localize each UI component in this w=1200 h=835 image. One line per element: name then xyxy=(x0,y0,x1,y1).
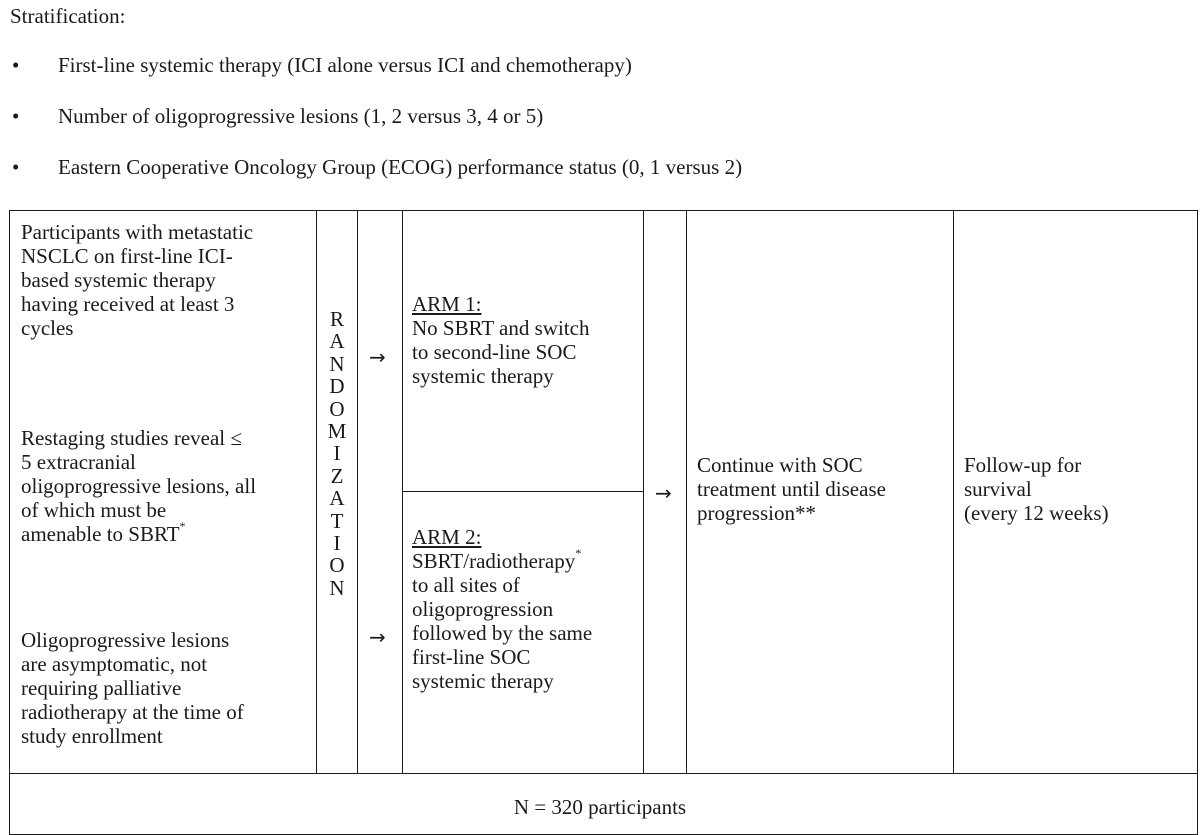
eligibility-line: having received at least 3 xyxy=(21,292,235,316)
sample-size-label: N = 320 participants xyxy=(513,795,687,819)
eligibility-line: NSCLC on first-line ICI- xyxy=(21,244,233,268)
eligibility-line-text: amenable to SBRT xyxy=(21,522,180,546)
table-row-divider xyxy=(9,773,1198,774)
table-right-border xyxy=(1197,210,1198,835)
randomization-letter: A xyxy=(329,486,345,511)
eligibility-line: cycles xyxy=(21,316,74,340)
stratification-item-text: Number of oligoprogressive lesions (1, 2… xyxy=(58,104,544,128)
randomization-letter: R xyxy=(329,307,344,331)
randomization-letter: M xyxy=(327,418,347,443)
arrow-right-icon: → xyxy=(369,625,386,649)
bullet-icon: • xyxy=(12,53,20,77)
eligibility-right-border xyxy=(316,210,317,773)
arm-2-line: to all sites of xyxy=(412,573,520,597)
arm-2-line-text: SBRT/radiotherapy xyxy=(412,549,576,573)
randomization-letter: O xyxy=(329,553,345,578)
continue-right-border xyxy=(953,210,954,773)
stratification-item-text: Eastern Cooperative Oncology Group (ECOG… xyxy=(58,155,743,179)
randomization-label: R A N D O M I Z A T I O N xyxy=(318,308,356,599)
eligibility-line: Participants with metastatic xyxy=(21,220,254,244)
arrow-col-right-border xyxy=(402,210,403,773)
randomization-letter: I xyxy=(333,530,341,555)
arm-2-line: first-line SOC xyxy=(412,645,531,669)
randomization-letter: Z xyxy=(330,463,344,488)
eligibility-line: based systemic therapy xyxy=(21,268,216,292)
arm-divider xyxy=(403,491,643,492)
arm-2-line: oligoprogression xyxy=(412,597,554,621)
bullet-icon: • xyxy=(12,104,20,128)
arms-right-border xyxy=(643,210,644,773)
arm-2-line: systemic therapy xyxy=(412,669,554,693)
randomization-letter: A xyxy=(329,329,345,354)
eligibility-line: of which must be xyxy=(21,498,167,522)
follow-up-line: (every 12 weeks) xyxy=(964,501,1109,525)
arm-1-line: No SBRT and switch xyxy=(412,316,590,340)
randomization-letter: N xyxy=(329,351,345,376)
stratification-title: Stratification: xyxy=(10,4,126,28)
continue-line: Continue with SOC xyxy=(697,453,863,477)
arm-2-line: SBRT/radiotherapy* xyxy=(412,546,582,573)
table-left-border xyxy=(9,210,10,835)
table-top-border xyxy=(9,210,1198,211)
randomization-letter: D xyxy=(329,374,345,399)
randomization-letter: N xyxy=(329,575,345,600)
arrow-right-icon: → xyxy=(369,345,386,369)
eligibility-line: oligoprogressive lesions, all xyxy=(21,474,257,498)
bullet-icon: • xyxy=(12,155,20,179)
arrow2-col-right-border xyxy=(686,210,687,773)
eligibility-line: study enrollment xyxy=(21,724,163,748)
arm-2-line: followed by the same xyxy=(412,621,593,645)
eligibility-line: Oligoprogressive lesions xyxy=(21,628,230,652)
eligibility-line: radiotherapy at the time of xyxy=(21,700,244,724)
continue-line: treatment until disease xyxy=(697,477,886,501)
eligibility-line: amenable to SBRT* xyxy=(21,519,186,546)
arm-1-title: ARM 1: xyxy=(412,292,482,316)
follow-up-line: survival xyxy=(964,477,1032,501)
randomization-letter: O xyxy=(329,396,345,421)
randomization-letter: T xyxy=(330,508,344,533)
eligibility-line: requiring palliative xyxy=(21,676,182,700)
continue-line: progression** xyxy=(697,501,816,525)
eligibility-line: 5 extracranial xyxy=(21,450,136,474)
eligibility-line: Restaging studies reveal ≤ xyxy=(21,426,242,450)
stratification-item-text: First-line systemic therapy (ICI alone v… xyxy=(58,53,632,77)
footnote-marker: * xyxy=(575,546,582,560)
arm-1-line: systemic therapy xyxy=(412,364,554,388)
arrow-right-icon: → xyxy=(655,481,672,505)
arm-2-title: ARM 2: xyxy=(412,525,482,549)
eligibility-line: are asymptomatic, not xyxy=(21,652,208,676)
follow-up-line: Follow-up for xyxy=(964,453,1082,477)
footnote-marker: * xyxy=(179,519,186,533)
arm-1-line: to second-line SOC xyxy=(412,340,577,364)
randomization-letter: I xyxy=(333,441,341,466)
randomization-right-border xyxy=(357,210,358,773)
